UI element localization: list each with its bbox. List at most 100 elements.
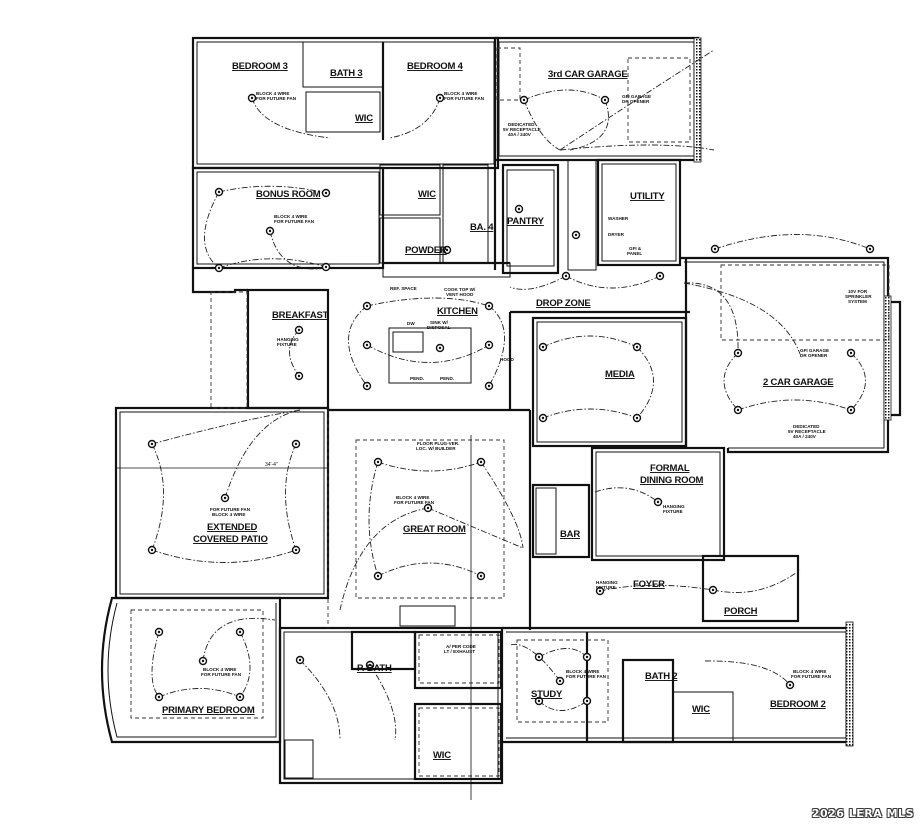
light-fixture-center — [603, 98, 607, 102]
note-floor-plug-1: FLOOR PLUG-VER. — [417, 441, 459, 446]
light-fixture-center — [445, 248, 449, 252]
light-fixture-center — [294, 548, 298, 552]
label-study: STUDY — [531, 689, 563, 700]
note-hood: HOOD — [500, 357, 514, 362]
light-fixture-center — [635, 345, 639, 349]
note-cooktop-2: VENT HOOD — [446, 292, 474, 297]
note-bed4-fan-2: FOR FUTURE FAN — [444, 96, 485, 101]
light-fixture-center — [268, 229, 272, 233]
note-sprinkler-3: SYSTEM — [848, 299, 867, 304]
note-primary-fan-1: BLOCK 4 WIRE — [203, 667, 236, 672]
label-extended: EXTENDED — [207, 522, 257, 533]
room-labels: BEDROOM 3 BATH 3 WIC BEDROOM 4 3rd CAR G… — [162, 61, 834, 761]
light-fixture-center — [368, 663, 372, 667]
note-foyer-hanging-1: HANGING — [596, 580, 618, 585]
note-bonus-fan-1: BLOCK 4 WIRE — [274, 214, 307, 219]
interior-walls — [246, 38, 800, 781]
label-drop-zone: DROP ZONE — [536, 298, 591, 309]
note-bed4-fan-1: BLOCK 4 WIRE — [444, 91, 477, 96]
note-3car-opener-2: DR OPENER — [622, 99, 650, 104]
note-dining-hanging-1: HANGING — [663, 504, 685, 509]
light-fixture-center — [297, 374, 301, 378]
note-dryer: DRYER — [608, 232, 625, 237]
light-fixture-center — [297, 328, 301, 332]
note-panel-2: PANEL — [627, 251, 642, 256]
note-sprinkler-2: SPRINKLER — [845, 294, 872, 299]
light-fixture-center — [564, 274, 568, 278]
note-breakfast-hanging-2: FIXTURE — [277, 342, 297, 347]
light-fixtures — [147, 93, 875, 706]
note-pend-1: PEND. — [410, 376, 424, 381]
light-fixture-center — [294, 442, 298, 446]
label-covered-patio: COVERED PATIO — [193, 534, 268, 545]
note-bed2-fan-2: FOR FUTURE FAN — [791, 674, 832, 679]
dimension-line: 34'-4" — [116, 435, 472, 800]
label-dining-room: DINING ROOM — [640, 475, 704, 486]
note-bed3-fan-1: BLOCK 4 WIRE — [256, 91, 289, 96]
note-pend-2: PEND. — [440, 376, 454, 381]
light-fixture-center — [541, 345, 545, 349]
label-third-car-garage: 3rd CAR GARAGE — [548, 69, 628, 80]
note-patio-fan-2: BLOCK 4 WIRE — [212, 512, 245, 517]
light-fixture-center — [157, 630, 161, 634]
label-porch: PORCH — [724, 606, 758, 617]
light-fixture-center — [298, 658, 302, 662]
note-sink-1: SINK W/ — [430, 320, 449, 325]
light-fixture-center — [217, 266, 221, 270]
note-breakfast-hanging-1: HANGING — [277, 337, 299, 342]
light-fixture-center — [438, 96, 442, 100]
note-3car-dedicated-2: 5V RECEPTACLE — [503, 127, 541, 132]
label-pantry: PANTRY — [507, 216, 545, 227]
note-patio-fan-1: FOR FUTURE FAN — [210, 507, 251, 512]
light-fixture-center — [150, 548, 154, 552]
light-fixture-center — [365, 384, 369, 388]
light-fixture-center — [713, 247, 717, 251]
label-wic-bed3: WIC — [355, 113, 373, 124]
light-fixture-center — [574, 233, 578, 237]
label-wic-bed2: WIC — [692, 704, 710, 715]
light-fixture-center — [598, 589, 602, 593]
light-fixture-center — [788, 683, 792, 687]
label-bonus-room: BONUS ROOM — [256, 189, 321, 200]
note-cooktop-1: COOK TOP W/ — [444, 287, 476, 292]
light-fixture-center — [238, 630, 242, 634]
light-fixture-center — [376, 574, 380, 578]
light-fixture-center — [658, 274, 662, 278]
light-fixture-center — [558, 679, 562, 683]
light-fixture-center — [849, 408, 853, 412]
light-fixture-center — [365, 343, 369, 347]
note-bonus-fan-2: FOR FUTURE FAN — [274, 219, 315, 224]
light-fixture-center — [585, 699, 589, 703]
note-ref-space: REF. SPACE — [390, 286, 417, 291]
note-dining-hanging-2: FIXTURE — [663, 509, 683, 514]
note-2car-opener-2: DR OPENER — [800, 353, 828, 358]
note-bed3-fan-2: FOR FUTURE FAN — [256, 96, 297, 101]
note-3car-dedicated-1: DEDICATED — [508, 122, 535, 127]
ceiling-outlines — [130, 47, 890, 777]
light-fixture-center — [223, 496, 227, 500]
light-fixture-center — [487, 304, 491, 308]
note-study-fan-1: BLOCK 4 WIRE — [566, 669, 599, 674]
label-kitchen: KITCHEN — [437, 306, 478, 317]
label-great-room: GREAT ROOM — [403, 524, 466, 535]
light-fixture-center — [868, 247, 872, 251]
light-fixture-center — [479, 574, 483, 578]
exterior-walls — [100, 36, 902, 785]
light-fixture-center — [150, 442, 154, 446]
label-formal: FORMAL — [650, 463, 690, 474]
note-3car-dedicated-3: 40A / 240V — [508, 132, 532, 137]
light-fixture-center — [250, 96, 254, 100]
light-fixture-center — [479, 460, 483, 464]
light-fixture-center — [656, 500, 660, 504]
note-dw: DW — [407, 321, 415, 326]
light-fixture-center — [487, 384, 491, 388]
light-fixture-center — [541, 416, 545, 420]
light-fixture-center — [537, 699, 541, 703]
label-primary-bedroom: PRIMARY BEDROOM — [162, 705, 255, 716]
annotations: BLOCK 4 WIRE FOR FUTURE FAN BLOCK 4 WIRE… — [201, 91, 872, 679]
label-powder: POWDER — [405, 245, 447, 256]
light-fixture-center — [201, 659, 205, 663]
label-bedroom-2: BEDROOM 2 — [770, 699, 826, 710]
label-bath-2: BATH 2 — [645, 671, 677, 682]
